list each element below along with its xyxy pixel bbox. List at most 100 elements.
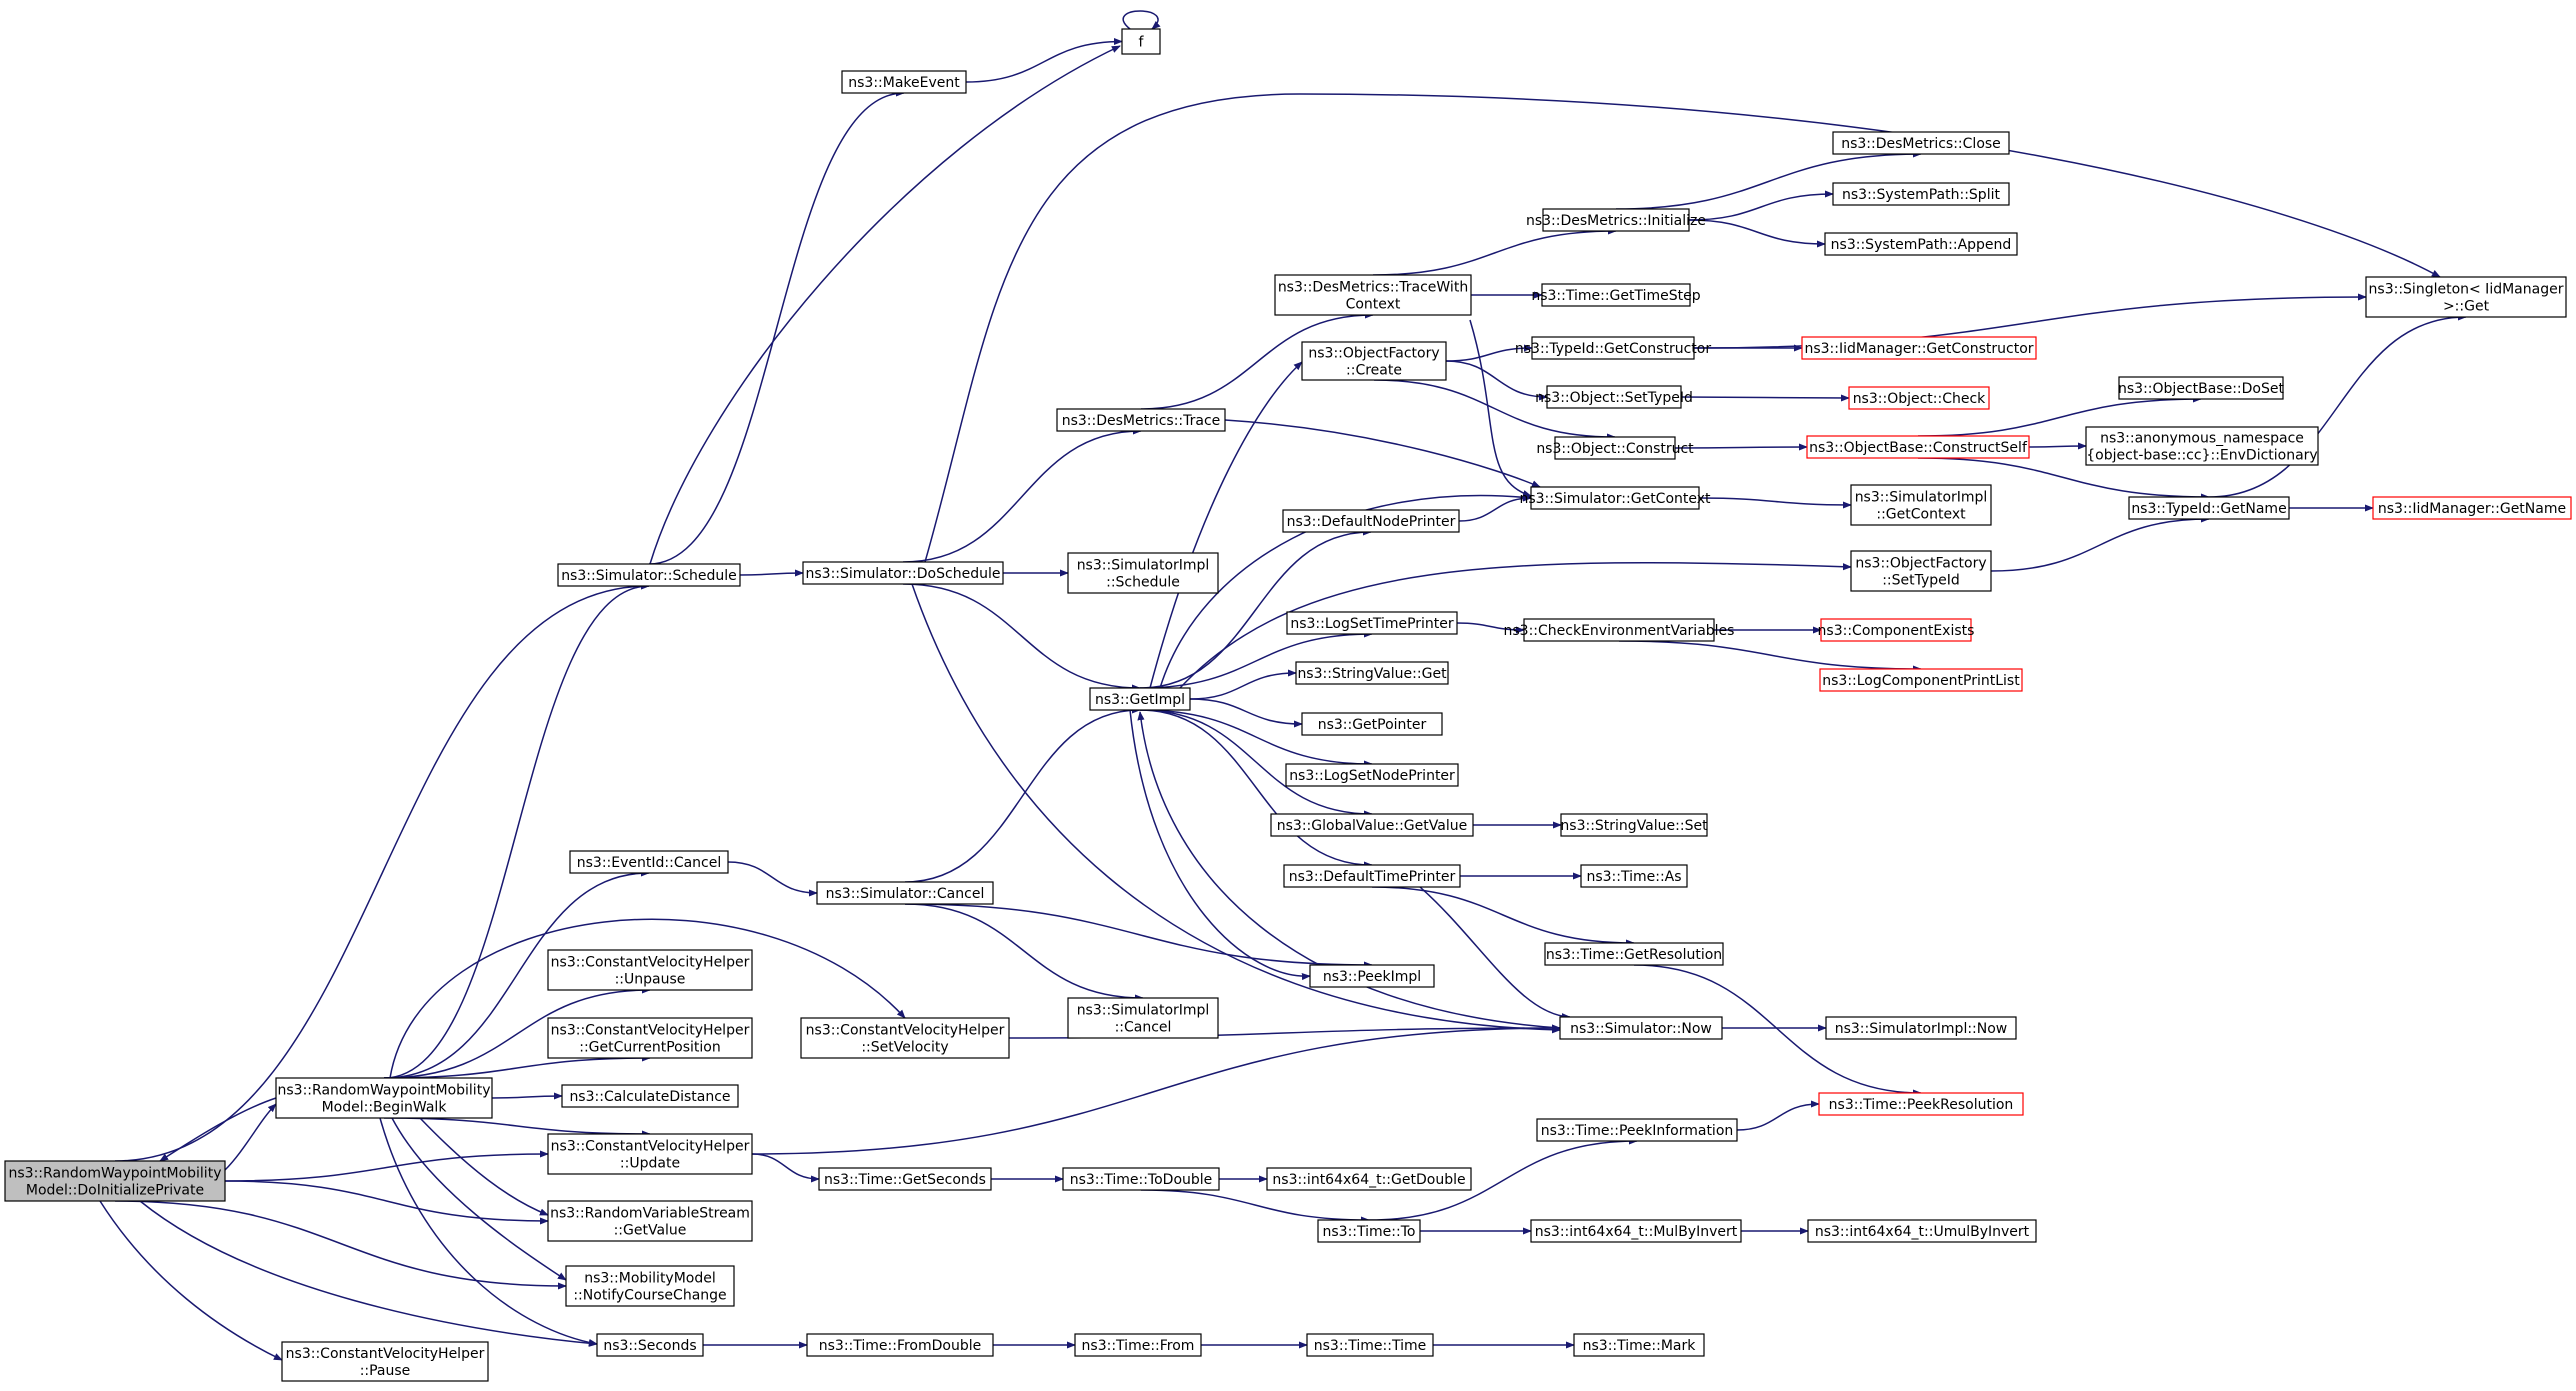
node-checkenv[interactable]: ns3::CheckEnvironmentVariables (1504, 618, 1735, 642)
node-box (1301, 341, 1447, 381)
node-calcdistance[interactable]: ns3::CalculateDistance (561, 1084, 739, 1108)
call-edge-beginwalk-to-seconds (379, 1117, 598, 1347)
node-sim_cancel[interactable]: ns3::Simulator::Cancel (816, 881, 994, 905)
node-f[interactable]: f (1121, 28, 1161, 55)
call-edge-cvh_update-to-simnow (751, 1024, 1561, 1155)
node-logsetnodeprinter[interactable]: ns3::LogSetNodePrinter (1285, 763, 1459, 787)
node-time_mark[interactable]: ns3::Time::Mark (1573, 1333, 1705, 1357)
node-box (1850, 550, 1992, 592)
node-box (547, 1133, 753, 1175)
node-label: ns3::DesMetrics::Trace (1062, 413, 1221, 429)
node-box (1850, 484, 1992, 526)
node-simimpl_now[interactable]: ns3::SimulatorImpl::Now (1825, 1016, 2017, 1040)
node-objconstruct[interactable]: ns3::Object::Construct (1536, 436, 1694, 460)
call-edge-schedule-to-f (649, 45, 1121, 565)
node-eventid_cancel[interactable]: ns3::EventId::Cancel (569, 850, 729, 874)
node-peekresolution[interactable]: ns3::Time::PeekResolution (1818, 1092, 2024, 1116)
node-label: ns3::IidManager::GetName (2378, 501, 2566, 517)
node-time_to[interactable]: ns3::Time::To (1317, 1219, 1421, 1243)
node-todouble[interactable]: ns3::Time::ToDouble (1062, 1167, 1220, 1191)
call-edge-sim_cancel-to-peekimpl (904, 903, 1373, 969)
node-time_time[interactable]: ns3::Time::Time (1306, 1333, 1434, 1357)
node-logcomponentprintlist[interactable]: ns3::LogComponentPrintList (1819, 668, 2023, 692)
node-defaultnodeprinter[interactable]: ns3::DefaultNodePrinter (1282, 509, 1460, 533)
node-simimpl_schedule[interactable]: ns3::SimulatorImpl::Schedule (1067, 552, 1219, 594)
node-gv_getvalue[interactable]: ns3::GlobalValue::GetValue (1270, 813, 1474, 837)
node-schedule[interactable]: ns3::Simulator::Schedule (557, 563, 741, 587)
node-iid_getname[interactable]: ns3::IidManager::GetName (2372, 496, 2572, 520)
node-destrace[interactable]: ns3::DesMetrics::Trace (1056, 408, 1226, 432)
node-box (1824, 232, 2018, 256)
node-notifycourse[interactable]: ns3::MobilityModel::NotifyCourseChange (565, 1265, 735, 1307)
node-label: ns3::Object::Construct (1536, 441, 1694, 457)
node-settypeid[interactable]: ns3::Object::SetTypeId (1535, 385, 1693, 409)
node-peekinformation[interactable]: ns3::Time::PeekInformation (1536, 1118, 1738, 1142)
node-pause[interactable]: ns3::ConstantVelocityHelper::Pause (281, 1341, 489, 1382)
node-doset[interactable]: ns3::ObjectBase::DoSet (2118, 376, 2284, 400)
node-singleton[interactable]: ns3::Singleton< IidManager>::Get (2365, 276, 2567, 318)
node-box (1317, 1219, 1421, 1243)
node-defaulttimeprinter[interactable]: ns3::DefaultTimePrinter (1283, 864, 1461, 888)
call-edge-getimpl-to-logsettimeprinter (1139, 630, 1373, 689)
node-box (1295, 661, 1449, 685)
call-edge-ofcreate-to-objconstruct (1373, 379, 1616, 441)
node-rvs_getvalue[interactable]: ns3::RandomVariableStream::GetValue (547, 1200, 753, 1242)
node-label: ns3::Time::GetResolution (1546, 947, 1722, 963)
node-box (1560, 813, 1708, 837)
node-mulbyinvert[interactable]: ns3::int64x64_t::MulByInvert (1530, 1219, 1742, 1243)
node-box (806, 1333, 994, 1357)
node-getseconds[interactable]: ns3::Time::GetSeconds (818, 1167, 992, 1191)
node-envdict[interactable]: ns3::anonymous_namespace{object-base::cc… (2085, 426, 2319, 466)
node-cvh_update[interactable]: ns3::ConstantVelocityHelper::Update (547, 1133, 753, 1175)
node-label: ns3::DesMetrics::Initialize (1526, 213, 1706, 229)
node-time_as[interactable]: ns3::Time::As (1580, 864, 1688, 888)
node-label: ns3::Object::Check (1853, 391, 1986, 407)
node-desinit[interactable]: ns3::DesMetrics::Initialize (1526, 208, 1706, 232)
node-objcheck[interactable]: ns3::Object::Check (1848, 386, 1990, 410)
node-stringvalue_set[interactable]: ns3::StringValue::Set (1560, 813, 1708, 837)
node-doschedule[interactable]: ns3::Simulator::DoSchedule (802, 561, 1004, 585)
node-time_from[interactable]: ns3::Time::From (1074, 1333, 1202, 1357)
node-append[interactable]: ns3::SystemPath::Append (1824, 232, 2018, 256)
node-getconstructor[interactable]: ns3::TypeId::GetConstructor (1515, 336, 1711, 360)
node-getcontext[interactable]: ns3::Simulator::GetContext (1519, 486, 1711, 510)
call-edge-sim_cancel-to-getimpl (904, 706, 1141, 883)
node-seconds[interactable]: ns3::Seconds (596, 1333, 704, 1357)
node-label: ns3::CalculateDistance (569, 1089, 730, 1105)
node-unpause[interactable]: ns3::ConstantVelocityHelper::Unpause (547, 949, 753, 991)
node-logsettimeprinter[interactable]: ns3::LogSetTimePrinter (1286, 611, 1458, 635)
node-componentexists[interactable]: ns3::ComponentExists (1818, 618, 1975, 642)
node-setvelocity[interactable]: ns3::ConstantVelocityHelper::SetVelocity (800, 1017, 1010, 1059)
node-simimpl_cancel[interactable]: ns3::SimulatorImpl::Cancel (1067, 997, 1219, 1039)
node-getresolution[interactable]: ns3::Time::GetResolution (1544, 942, 1724, 966)
node-peekimpl[interactable]: ns3::PeekImpl (1309, 964, 1435, 988)
node-simnow[interactable]: ns3::Simulator::Now (1559, 1016, 1723, 1040)
node-iid_getconstructor[interactable]: ns3::IidManager::GetConstructor (1801, 336, 2037, 360)
node-stringvalue_get[interactable]: ns3::StringValue::Get (1295, 661, 1449, 685)
call-edge-desinit-to-desclose (1615, 150, 1922, 210)
node-getimpl[interactable]: ns3::GetImpl (1089, 687, 1191, 711)
node-getcurrentposition[interactable]: ns3::ConstantVelocityHelper::GetCurrentP… (547, 1017, 753, 1059)
node-makeevent[interactable]: ns3::MakeEvent (841, 70, 967, 94)
node-constructself[interactable]: ns3::ObjectBase::ConstructSelf (1806, 435, 2030, 459)
node-box (1825, 1016, 2017, 1040)
node-ofcreate[interactable]: ns3::ObjectFactory::Create (1301, 341, 1447, 381)
node-gettimestep[interactable]: ns3::Time::GetTimeStep (1531, 283, 1701, 307)
node-split[interactable]: ns3::SystemPath::Split (1832, 182, 2010, 206)
node-getpointer[interactable]: ns3::GetPointer (1301, 712, 1443, 736)
node-int_getdouble[interactable]: ns3::int64x64_t::GetDouble (1266, 1167, 1472, 1191)
node-simimpl_getcontext[interactable]: ns3::SimulatorImpl::GetContext (1850, 484, 1992, 526)
node-fromdouble[interactable]: ns3::Time::FromDouble (806, 1333, 994, 1357)
node-getname[interactable]: ns3::TypeId::GetName (2128, 496, 2290, 520)
node-umulbyinvert[interactable]: ns3::int64x64_t::UmulByInvert (1807, 1219, 2037, 1243)
call-edge-getname-to-singleton (2208, 313, 2467, 498)
call-edge-root-to-notifycourse (114, 1200, 567, 1290)
node-of_settypeid[interactable]: ns3::ObjectFactory::SetTypeId (1850, 550, 1992, 592)
call-edge-beginwalk-to-cvh_update (383, 1117, 651, 1138)
call-edge-getimpl-to-peekimpl (1129, 709, 1311, 981)
node-desclose[interactable]: ns3::DesMetrics::Close (1832, 131, 2010, 155)
node-label: ns3::GetImpl (1095, 692, 1185, 708)
